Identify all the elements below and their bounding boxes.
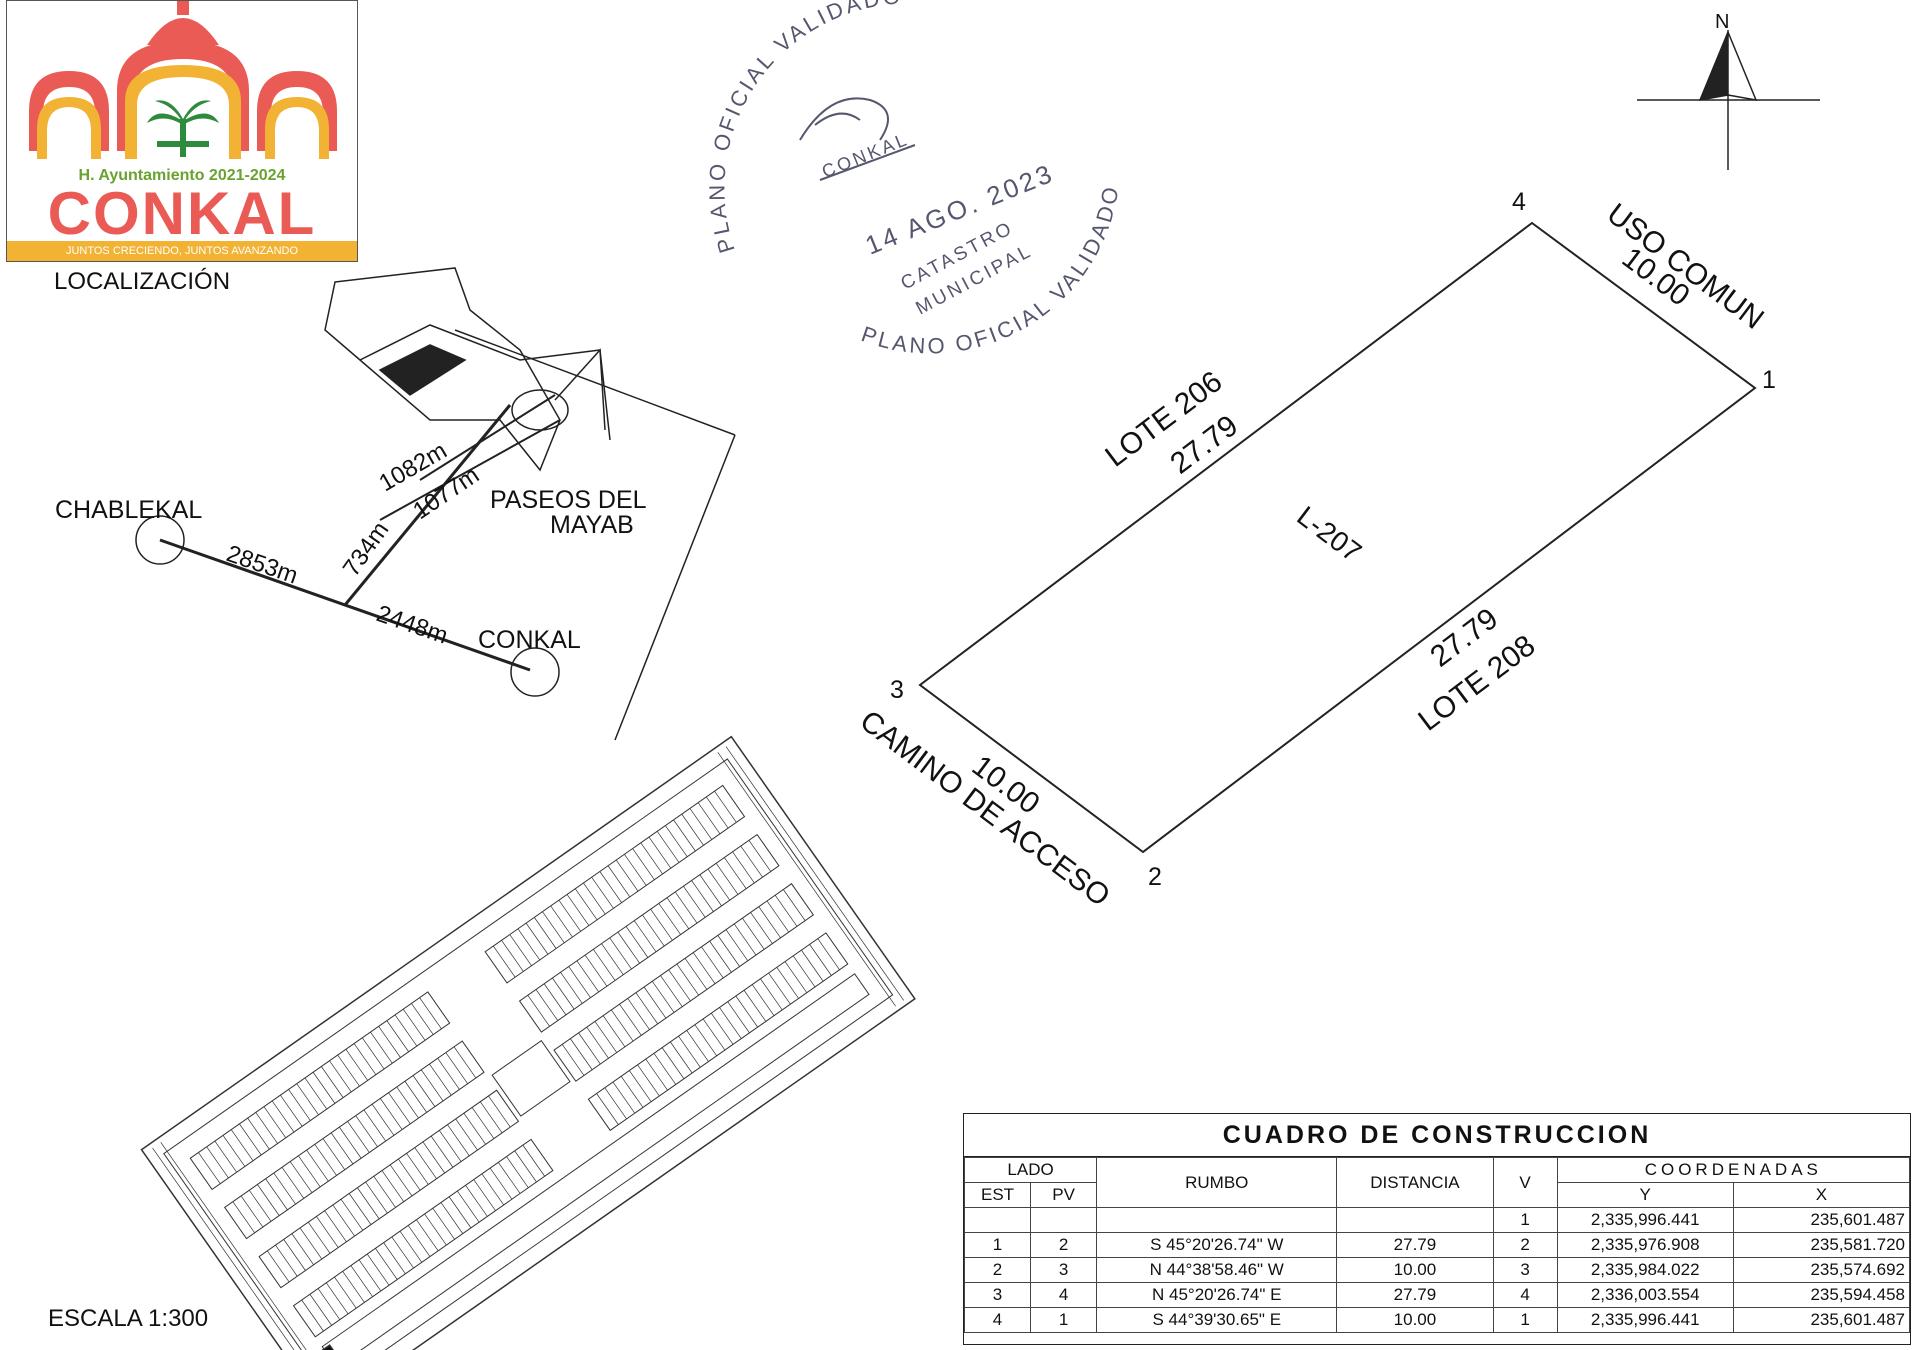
road [554, 348, 611, 441]
subdivision-inner [163, 758, 894, 1350]
header-coordenadas: COORDENADAS [1556, 1157, 1911, 1183]
cell-x: 235,574.692 [1732, 1257, 1911, 1283]
logo-slogan: JUNTOS CRECIENDO, JUNTOS AVANZANDO [7, 241, 357, 261]
distance-734: 734m [338, 517, 395, 582]
parcel-outline [359, 324, 606, 431]
table-row: 4 1 S 44°39'30.65" E 10.00 1 2,335,996.4… [963, 1307, 1911, 1333]
construction-grid: LADO RUMBO DISTANCIA V COORDENADAS EST P… [963, 1157, 1911, 1333]
vertex-1: 1 [1762, 366, 1776, 394]
cell-x: 235,581.720 [1732, 1232, 1911, 1258]
subdivision-plan [140, 735, 916, 1350]
cell-rumbo: N 44°38'58.46" W [1096, 1257, 1338, 1283]
header-distancia: DISTANCIA [1336, 1157, 1494, 1208]
cell-est: 2 [963, 1257, 1032, 1283]
cell-v: 1 [1492, 1207, 1558, 1233]
place-paseos-1: PASEOS DEL [490, 486, 647, 514]
zoom-line [454, 329, 736, 436]
distance-2448: 2448m [373, 600, 451, 649]
road-paseos [343, 404, 512, 606]
table-row: 1 2 S 45°20'26.74" W 27.79 2 2,335,976.9… [963, 1232, 1911, 1258]
cell-y: 2,336,003.554 [1556, 1282, 1734, 1308]
cell-x: 235,601.487 [1732, 1307, 1911, 1333]
cell-distancia: 27.79 [1336, 1282, 1494, 1308]
lot-id: L-207 [1291, 500, 1367, 568]
stamp-outer-text: PLANO OFICIAL VALIDADO [704, 0, 904, 256]
lot-divisions [152, 746, 905, 1350]
lot-207-polygon [918, 221, 1757, 854]
table-row: 1 2,335,996.441 235,601.487 [963, 1207, 1911, 1233]
cell-rumbo: S 44°39'30.65" E [1096, 1307, 1338, 1333]
validation-stamp: PLANO OFICIAL VALIDADO PLANO OFICIAL VAL… [704, 0, 1121, 359]
header-est: EST [963, 1182, 1032, 1208]
cell-x: 235,594.458 [1732, 1282, 1911, 1308]
table-title: CUADRO DE CONSTRUCCION [964, 1114, 1910, 1157]
conkal-marker [510, 647, 560, 697]
lot-blocks [189, 784, 870, 1350]
header-rumbo: RUMBO [1096, 1157, 1338, 1208]
subdivision-outline [140, 735, 916, 1350]
stamp-logo-text: CONKAL [819, 129, 912, 182]
vertex-4: 4 [1512, 188, 1526, 216]
cell-distancia: 27.79 [1336, 1232, 1494, 1258]
parcel-outline [324, 267, 561, 472]
cell-v: 3 [1492, 1257, 1558, 1283]
cell-est: 3 [963, 1282, 1032, 1308]
construction-table: CUADRO DE CONSTRUCCION LADO RUMBO DISTAN… [963, 1113, 1911, 1345]
stamp-emblem-icon [799, 97, 916, 181]
north-arrow-icon [1727, 31, 1758, 101]
logo-brand: CONKAL [47, 180, 317, 247]
place-paseos-2: MAYAB [550, 511, 634, 539]
table-row: 2 3 N 44°38'58.46" W 10.00 3 2,335,984.0… [963, 1257, 1911, 1283]
cell-y: 2,335,984.022 [1556, 1257, 1734, 1283]
place-chablekal: CHABLEKAL [55, 496, 202, 524]
location-title: LOCALIZACIÓN [54, 268, 231, 295]
vertex-2: 2 [1148, 863, 1162, 891]
cell-pv: 4 [1030, 1282, 1098, 1308]
location-map [135, 267, 736, 741]
parcel-highlight [378, 344, 467, 396]
zoom-line [614, 434, 736, 741]
cell-rumbo: N 45°20'26.74" E [1096, 1282, 1338, 1308]
north-label: N [1715, 11, 1729, 33]
cell-est: 4 [963, 1307, 1032, 1333]
conkal-logo: H. Ayuntamiento 2021-2024 CONKAL JUNTOS … [6, 0, 358, 262]
cell-distancia: 10.00 [1336, 1257, 1494, 1283]
logo-ayuntamiento: H. Ayuntamiento 2021-2024 [78, 167, 286, 184]
cell-v: 4 [1492, 1282, 1558, 1308]
vertex-3: 3 [890, 676, 904, 704]
road-paseos [419, 394, 556, 481]
header-pv: PV [1030, 1182, 1098, 1208]
north-arrow-icon [1698, 31, 1729, 101]
header-lado: LADO [963, 1157, 1098, 1183]
cell-distancia: 10.00 [1336, 1307, 1494, 1333]
distance-2853: 2853m [223, 540, 301, 589]
cell-v: 2 [1492, 1232, 1558, 1258]
cell-pv: 2 [1030, 1232, 1098, 1258]
road-paseos [379, 419, 561, 521]
header-y: Y [1556, 1182, 1734, 1208]
scale-label: ESCALA 1:300 [48, 1305, 209, 1332]
cell-v: 1 [1492, 1307, 1558, 1333]
cell-est: 1 [963, 1232, 1032, 1258]
cell-y: 2,335,996.441 [1556, 1307, 1734, 1333]
header-v: V [1492, 1157, 1558, 1208]
left-neighbor-name: CAMINO DE ACCESO [854, 704, 1116, 913]
place-conkal: CONKAL [478, 626, 581, 654]
cell-y: 2,335,996.441 [1556, 1207, 1734, 1233]
table-row: 3 4 N 45°20'26.74" E 27.79 4 2,336,003.5… [963, 1282, 1911, 1308]
chablekal-marker [135, 515, 185, 565]
north-arrow [1637, 30, 1820, 170]
lot-207-marker [315, 1344, 343, 1350]
cell-pv: 3 [1030, 1257, 1098, 1283]
cell-pv: 1 [1030, 1307, 1098, 1333]
header-x: X [1732, 1182, 1911, 1208]
cell-y: 2,335,976.908 [1556, 1232, 1734, 1258]
cell-rumbo: S 45°20'26.74" W [1096, 1232, 1338, 1258]
logo-emblem-icon [29, 1, 337, 159]
cell-x: 235,601.487 [1732, 1207, 1911, 1233]
